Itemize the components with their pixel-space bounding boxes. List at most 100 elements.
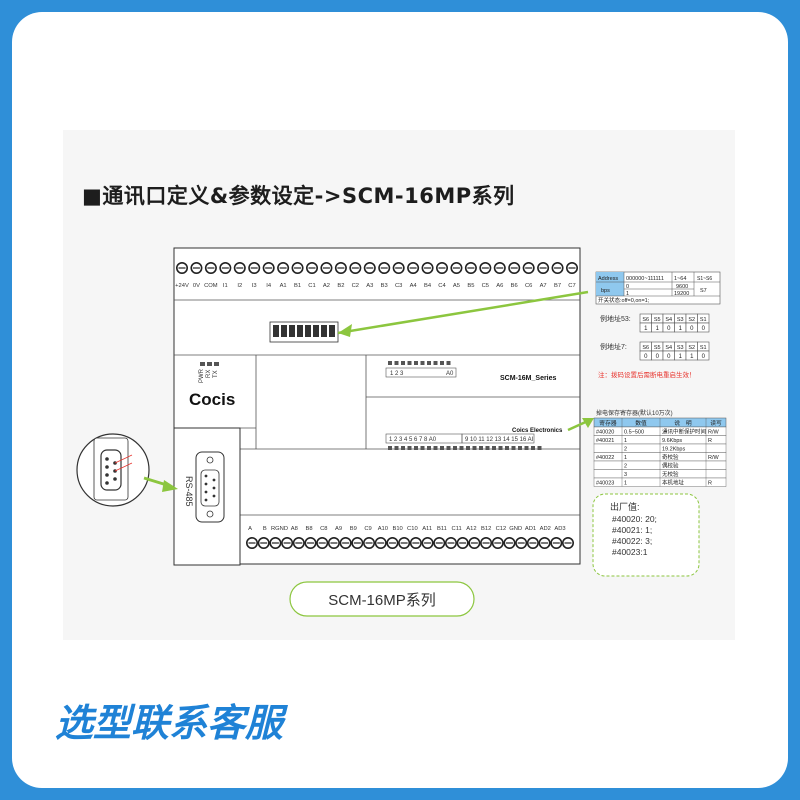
terminal-label: C6 xyxy=(525,283,532,289)
io-led xyxy=(394,361,399,365)
terminal-label: C7 xyxy=(568,283,575,289)
register-cell: 2 xyxy=(624,464,627,470)
io-led xyxy=(459,446,464,450)
io-bottom-labels: 1 2 3 4 5 6 7 8 A0 xyxy=(389,437,437,443)
svg-text:9600: 9600 xyxy=(676,284,688,290)
io-led xyxy=(453,446,457,450)
terminal-screw xyxy=(363,536,376,549)
io-led xyxy=(479,446,483,450)
terminal-label: B4 xyxy=(424,283,432,289)
terminal-label: I1 xyxy=(223,283,228,289)
terminal-label: B12 xyxy=(481,526,491,532)
io-led xyxy=(420,361,425,365)
device-body xyxy=(173,247,581,565)
io-led xyxy=(524,446,529,450)
io-led xyxy=(394,446,399,450)
switch-label: S5 xyxy=(654,317,661,323)
io-led xyxy=(414,361,418,365)
terminal-label: A11 xyxy=(422,526,432,532)
switch-label: S1 xyxy=(700,317,707,323)
terminal-screw xyxy=(537,261,550,274)
terminal-screw xyxy=(334,261,347,274)
status-leds xyxy=(200,362,219,366)
terminal-screw xyxy=(204,261,217,274)
io-led xyxy=(492,446,496,450)
io-leds-bottom xyxy=(388,446,542,450)
terminal-screw xyxy=(526,536,539,549)
register-cell: 1 xyxy=(624,481,627,487)
io-led xyxy=(388,446,392,450)
terminal-label: A4 xyxy=(410,283,418,289)
terminal-label: B7 xyxy=(554,283,561,289)
io-led xyxy=(498,446,503,450)
terminal-screw xyxy=(456,536,469,549)
io-led xyxy=(420,446,425,450)
io-bottom-labels2: 9 10 11 12 13 14 15 16 AI xyxy=(465,437,534,443)
terminal-label: B9 xyxy=(350,526,357,532)
terminal-label: B xyxy=(263,526,267,532)
terminal-label: I3 xyxy=(252,283,257,289)
model-caption: SCM-16MP系列 xyxy=(328,592,436,609)
switch-label: S2 xyxy=(688,317,695,323)
terminal-screw xyxy=(176,261,189,274)
io-led xyxy=(446,361,451,365)
terminal-screw xyxy=(304,536,317,549)
terminal-label: AD2 xyxy=(540,526,551,532)
terminal-screw xyxy=(398,536,411,549)
factory-value-line: #40023:1 xyxy=(612,547,648,557)
io-led xyxy=(537,446,542,450)
factory-value-line: #40021: 1; xyxy=(612,525,652,535)
brand-logo: Cocis xyxy=(189,390,235,409)
register-cell: 19.2Kbps xyxy=(662,447,685,453)
switch-bit: 1 xyxy=(656,326,660,332)
port-housing xyxy=(173,427,241,566)
terminal-screw xyxy=(316,536,329,549)
register-header: 读写 xyxy=(710,419,722,427)
terminal-screw xyxy=(444,536,457,549)
switch-bit: 0 xyxy=(702,354,706,360)
register-cell: 1 xyxy=(624,438,627,444)
svg-text:S7: S7 xyxy=(700,288,707,294)
terminal-screw xyxy=(503,536,516,549)
register-cell: 通讯中断保护时间 xyxy=(662,428,706,436)
io-top-labels: 1 2 3 xyxy=(390,371,404,377)
series-label: SCM-16M_Series xyxy=(500,375,557,382)
register-cell: 0.5~500 xyxy=(624,430,644,436)
switch-bit: 0 xyxy=(656,354,660,360)
terminal-screw xyxy=(351,536,364,549)
io-led xyxy=(518,446,522,450)
terminal-label: B6 xyxy=(511,283,518,289)
terminal-label: C10 xyxy=(407,526,418,532)
register-cell: 3 xyxy=(624,472,627,478)
io-led xyxy=(407,446,412,450)
switch-label: S4 xyxy=(665,317,672,323)
led-label-pwr: PWR xyxy=(199,368,205,383)
terminal-screw xyxy=(421,261,434,274)
warning-note: 注：拨码设置后需断电重启生效！ xyxy=(598,370,696,379)
switch-bit: 0 xyxy=(690,326,694,332)
terminal-screw xyxy=(468,536,481,549)
terminal-screw xyxy=(269,536,282,549)
terminal-screw xyxy=(551,261,564,274)
factory-values-box xyxy=(592,493,700,577)
switch-label: S3 xyxy=(677,317,684,323)
terminal-screw xyxy=(421,536,434,549)
contact-service-link[interactable]: 选型联系客服 xyxy=(55,701,284,745)
terminal-label: AD1 xyxy=(525,526,536,532)
dip-address-table: Address 000000~111111 1~64 S1~S6 bps 0 9… xyxy=(595,271,721,305)
terminal-label: I4 xyxy=(266,283,272,289)
terminal-label: A3 xyxy=(366,283,373,289)
register-cell: #40021 xyxy=(596,438,614,444)
terminal-screw xyxy=(190,261,203,274)
terminal-screw xyxy=(292,536,305,549)
terminal-label: C9 xyxy=(364,526,371,532)
svg-text:1: 1 xyxy=(626,291,629,297)
terminal-label: B11 xyxy=(437,526,447,532)
terminal-label: A12 xyxy=(466,526,476,532)
io-led xyxy=(440,361,444,365)
io-led xyxy=(485,446,490,450)
terminal-screw xyxy=(433,536,446,549)
page-title: ■通讯口定义&参数设定->SCM-16MP系列 xyxy=(82,184,515,208)
terminal-label: B1 xyxy=(294,283,301,289)
